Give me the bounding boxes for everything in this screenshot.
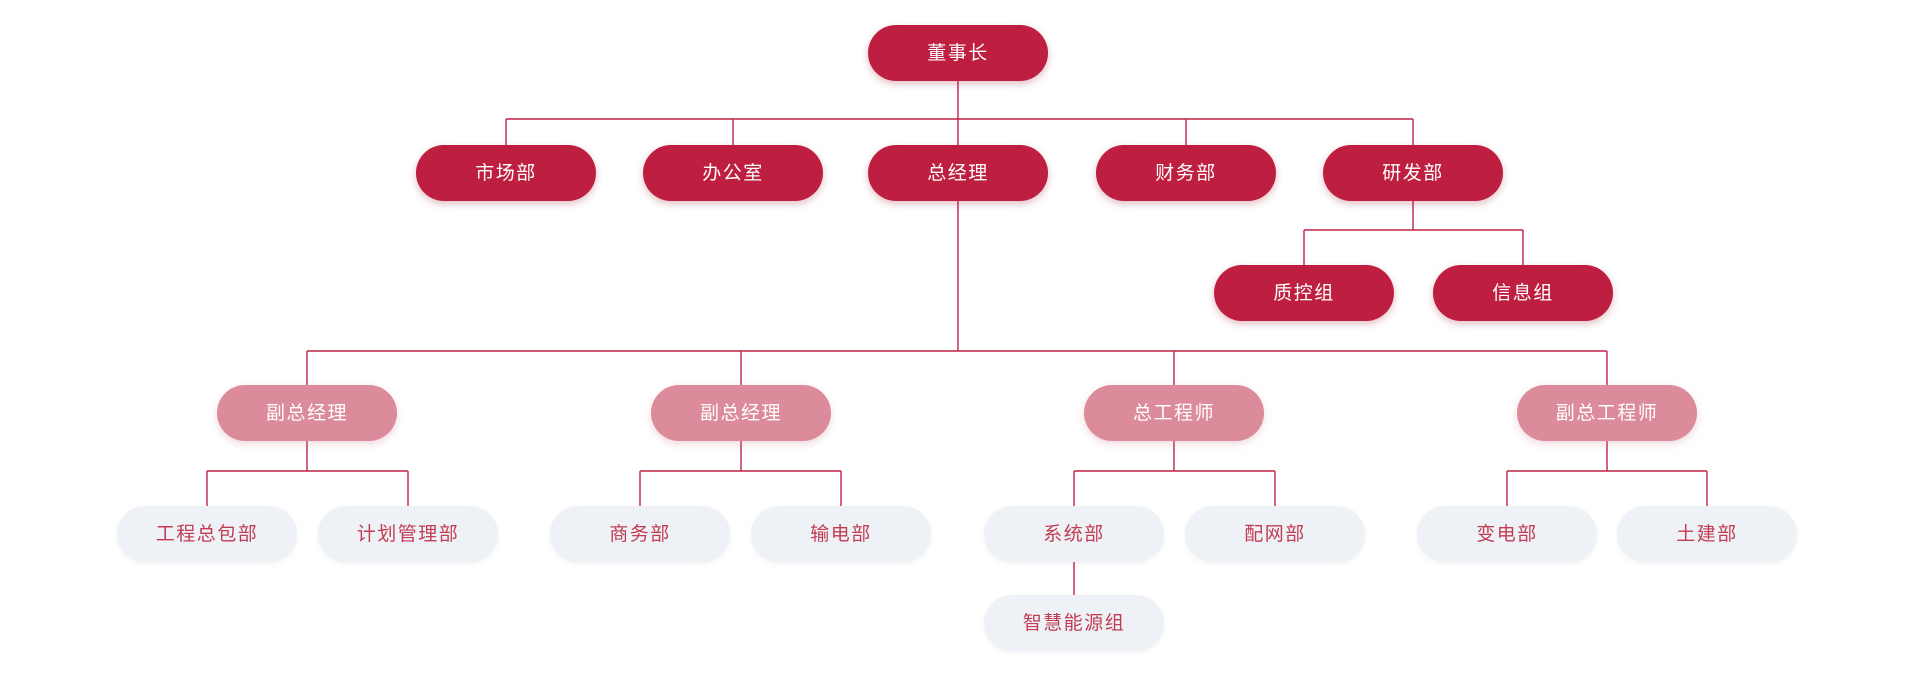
org-node-label: 输电部 — [810, 523, 872, 545]
org-node-label: 董事长 — [927, 42, 989, 64]
org-node-smart_energy: 智慧能源组 — [984, 595, 1164, 651]
org-node-transmission: 输电部 — [751, 506, 931, 562]
org-node-distribution: 配网部 — [1185, 506, 1365, 562]
org-node-label: 信息组 — [1492, 282, 1554, 304]
org-node-dgm2: 副总经理 — [651, 385, 831, 441]
org-node-chairman: 董事长 — [868, 25, 1048, 81]
org-node-rd: 研发部 — [1323, 145, 1503, 201]
org-node-label: 副总经理 — [699, 402, 782, 424]
org-node-label: 总工程师 — [1132, 402, 1215, 424]
org-node-label: 研发部 — [1382, 162, 1444, 184]
org-node-label: 系统部 — [1043, 523, 1105, 545]
org-node-label: 办公室 — [702, 162, 764, 184]
org-node-label: 市场部 — [475, 162, 537, 184]
org-node-label: 计划管理部 — [356, 523, 460, 545]
org-node-marketing: 市场部 — [416, 145, 596, 201]
org-node-planning: 计划管理部 — [318, 506, 498, 562]
org-node-label: 副总经理 — [265, 402, 348, 424]
org-node-label: 质控组 — [1273, 282, 1335, 304]
org-node-label: 变电部 — [1476, 523, 1538, 545]
org-node-label: 工程总包部 — [155, 523, 259, 545]
org-node-label: 财务部 — [1155, 162, 1217, 184]
org-node-civil: 土建部 — [1617, 506, 1797, 562]
org-node-deputy_chief_eng: 副总工程师 — [1517, 385, 1697, 441]
org-node-finance: 财务部 — [1096, 145, 1276, 201]
org-node-qc: 质控组 — [1214, 265, 1394, 321]
org-node-label: 配网部 — [1244, 523, 1306, 545]
org-node-label: 总经理 — [927, 162, 989, 184]
org-node-commerce: 商务部 — [550, 506, 730, 562]
org-node-label: 土建部 — [1676, 523, 1738, 545]
org-node-epc: 工程总包部 — [117, 506, 297, 562]
org-node-systems: 系统部 — [984, 506, 1164, 562]
org-node-dgm1: 副总经理 — [217, 385, 397, 441]
org-node-label: 商务部 — [609, 523, 671, 545]
org-node-substation: 变电部 — [1417, 506, 1597, 562]
org-node-gm: 总经理 — [868, 145, 1048, 201]
org-node-office: 办公室 — [643, 145, 823, 201]
org-node-label: 副总工程师 — [1555, 402, 1659, 424]
org-node-chief_eng: 总工程师 — [1084, 385, 1264, 441]
org-node-info: 信息组 — [1433, 265, 1613, 321]
org-node-label: 智慧能源组 — [1022, 612, 1126, 634]
